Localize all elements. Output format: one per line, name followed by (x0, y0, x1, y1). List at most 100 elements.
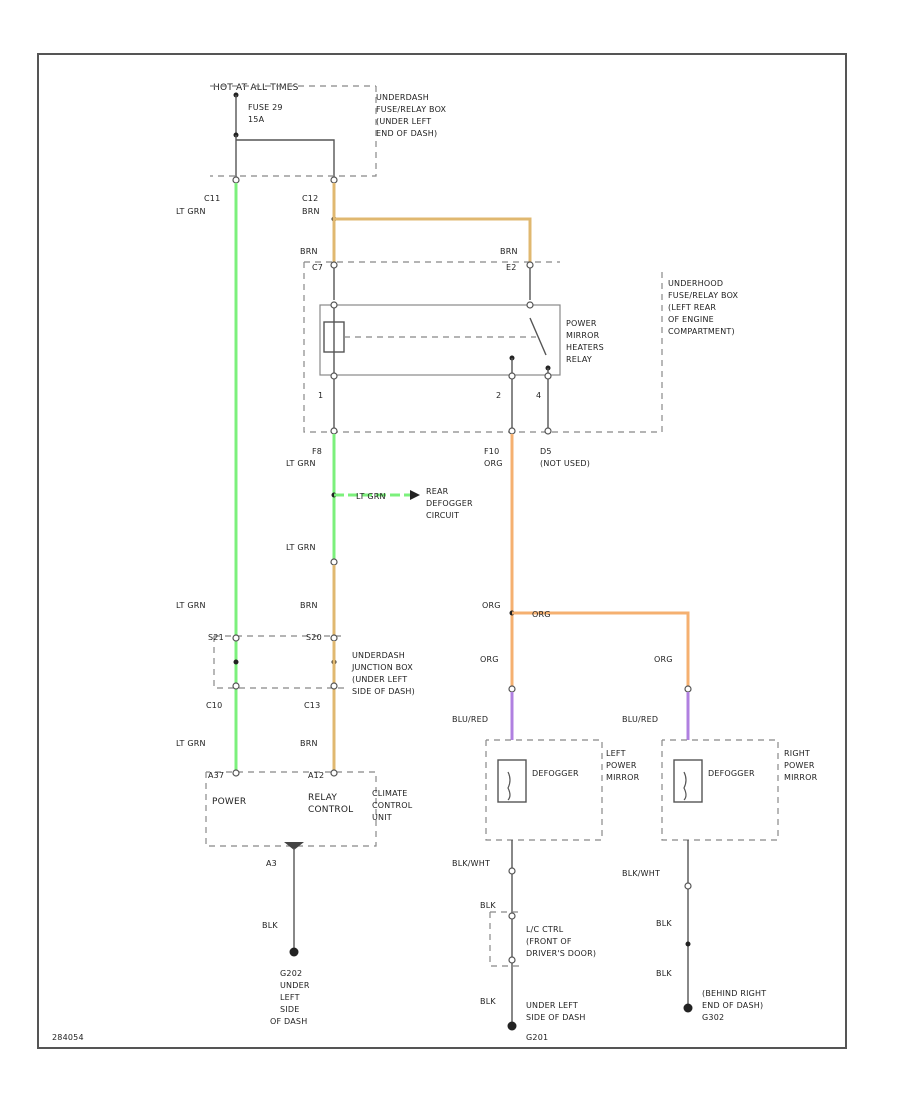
c11-terminal (232, 176, 240, 184)
svg-text:HEATERS: HEATERS (566, 343, 604, 352)
svg-text:RELAY: RELAY (566, 355, 592, 364)
right-defogger-element (673, 759, 703, 803)
brn-to-e2-wire (334, 217, 532, 262)
g201-ground (507, 1021, 517, 1031)
relay-switch-arm (529, 317, 547, 356)
behind-right-label: (BEHIND RIGHT END OF DASH) G302 (702, 989, 766, 1022)
e2-terminal (526, 261, 534, 269)
c10-label: C10 (206, 701, 222, 710)
left-mirror-outline (485, 739, 603, 841)
svg-text:UNDERDASH: UNDERDASH (352, 651, 405, 660)
right-ground-conn (684, 882, 692, 890)
brn-mid-label: BRN (300, 601, 318, 610)
svg-text:RIGHT: RIGHT (784, 749, 810, 758)
svg-text:CONTROL: CONTROL (372, 801, 413, 810)
c7-terminal (330, 261, 338, 269)
d5-terminal (544, 427, 552, 435)
underdash-box-label: UNDERDASH FUSE/RELAY BOX (UNDER LEFT END… (376, 93, 447, 138)
svg-text:REAR: REAR (426, 487, 449, 496)
fuse-label: FUSE 29 (248, 103, 283, 112)
svg-text:END OF DASH): END OF DASH) (702, 1001, 763, 1010)
c12-color: BRN (302, 207, 320, 216)
lt-grn-mid-label: LT GRN (286, 543, 316, 552)
fuse-to-c12-wire (236, 139, 335, 178)
splice-terminal (330, 558, 338, 566)
svg-text:FUSE/RELAY BOX: FUSE/RELAY BOX (376, 105, 447, 114)
left-defogger-label: DEFOGGER (532, 769, 579, 778)
lt-grn-low-label: LT GRN (176, 739, 206, 748)
svg-text:FUSE/RELAY BOX: FUSE/RELAY BOX (668, 291, 739, 300)
f10-label: F10 (484, 447, 499, 456)
brn-left-label: BRN (300, 247, 318, 256)
svg-text:POWER: POWER (784, 761, 815, 770)
svg-text:RELAY: RELAY (308, 793, 337, 803)
c7-label: C7 (312, 263, 323, 272)
svg-text:UNIT: UNIT (372, 813, 392, 822)
pin-4-label: 4 (536, 391, 541, 400)
lt-grn-inline-label: LT GRN (356, 492, 386, 501)
relay-coil-top (330, 301, 338, 309)
climate-ground-symbol (284, 842, 304, 850)
blk-3-label: BLK (480, 997, 496, 1006)
e2-label: E2 (506, 263, 517, 272)
relay-control-label: RELAY CONTROL (308, 793, 353, 815)
relay-body (319, 304, 561, 376)
f10-terminal (508, 427, 516, 435)
svg-text:SIDE OF DASH): SIDE OF DASH) (352, 687, 415, 696)
f8-terminal (330, 427, 338, 435)
diagram-code: 284054 (52, 1033, 84, 1042)
svg-text:DEFOGGER: DEFOGGER (426, 499, 473, 508)
lt-grn-left-label: LT GRN (176, 601, 206, 610)
diagram-frame (37, 53, 847, 1049)
org-inline-label: ORG (532, 610, 551, 619)
f10-color: ORG (484, 459, 503, 468)
left-ground-conn (508, 867, 516, 875)
svg-text:END OF DASH): END OF DASH) (376, 129, 437, 138)
svg-text:L/C CTRL: L/C CTRL (526, 925, 564, 934)
a3-label: A3 (266, 859, 277, 868)
underhood-box-outline (303, 262, 663, 433)
pin-2-label: 2 (496, 391, 501, 400)
relay-pin4-stub (544, 372, 552, 380)
svg-text:(BEHIND RIGHT: (BEHIND RIGHT (702, 989, 766, 998)
blk-wht-left-label: BLK/WHT (452, 859, 490, 868)
d5-label: D5 (540, 447, 552, 456)
relay-name-label: POWER MIRROR HEATERS RELAY (566, 319, 604, 364)
svg-text:POWER: POWER (566, 319, 597, 328)
svg-text:LEFT: LEFT (606, 749, 626, 758)
f8-color: LT GRN (286, 459, 316, 468)
power-label: POWER (212, 797, 246, 807)
svg-text:COMPARTMENT): COMPARTMENT) (668, 327, 735, 336)
c12-label: C12 (302, 194, 318, 203)
f8-label: F8 (312, 447, 322, 456)
g202-location: UNDER LEFT SIDE OF DASH (270, 981, 310, 1026)
brn-right-label: BRN (500, 247, 518, 256)
svg-text:UNDERHOOD: UNDERHOOD (668, 279, 723, 288)
s20-terminal (330, 634, 338, 642)
svg-text:G302: G302 (702, 1013, 724, 1022)
c12-terminal (330, 176, 338, 184)
lr-ctrl-outline (489, 911, 520, 967)
hot-label: HOT AT ALL TIMES (213, 83, 299, 93)
svg-text:DRIVER'S DOOR): DRIVER'S DOOR) (526, 949, 596, 958)
left-mirror-label: LEFT POWER MIRROR (606, 749, 639, 782)
svg-text:POWER: POWER (606, 761, 637, 770)
blk-1-label: BLK (262, 921, 278, 930)
svg-text:(LEFT REAR: (LEFT REAR (668, 303, 716, 312)
underhood-box-label: UNDERHOOD FUSE/RELAY BOX (LEFT REAR OF E… (668, 279, 739, 336)
svg-text:OF DASH: OF DASH (270, 1017, 307, 1026)
svg-text:MIRROR: MIRROR (566, 331, 600, 340)
s21-terminal (232, 634, 240, 642)
right-mirror-outline (661, 739, 779, 841)
junction-box-label: UNDERDASH JUNCTION BOX (UNDER LEFT SIDE … (351, 651, 415, 696)
right-mirror-conn (684, 685, 692, 693)
blu-red-left-label: BLU/RED (452, 715, 488, 724)
svg-text:UNDERDASH: UNDERDASH (376, 93, 429, 102)
g302-ground (683, 1003, 693, 1013)
svg-text:SIDE OF DASH: SIDE OF DASH (526, 1013, 586, 1022)
svg-text:LEFT: LEFT (280, 993, 300, 1002)
g201-location: UNDER LEFT SIDE OF DASH (526, 1001, 586, 1022)
rear-defogger-label: REAR DEFOGGER CIRCUIT (426, 487, 473, 520)
climate-unit-outline (205, 771, 377, 847)
svg-text:(FRONT OF: (FRONT OF (526, 937, 572, 946)
